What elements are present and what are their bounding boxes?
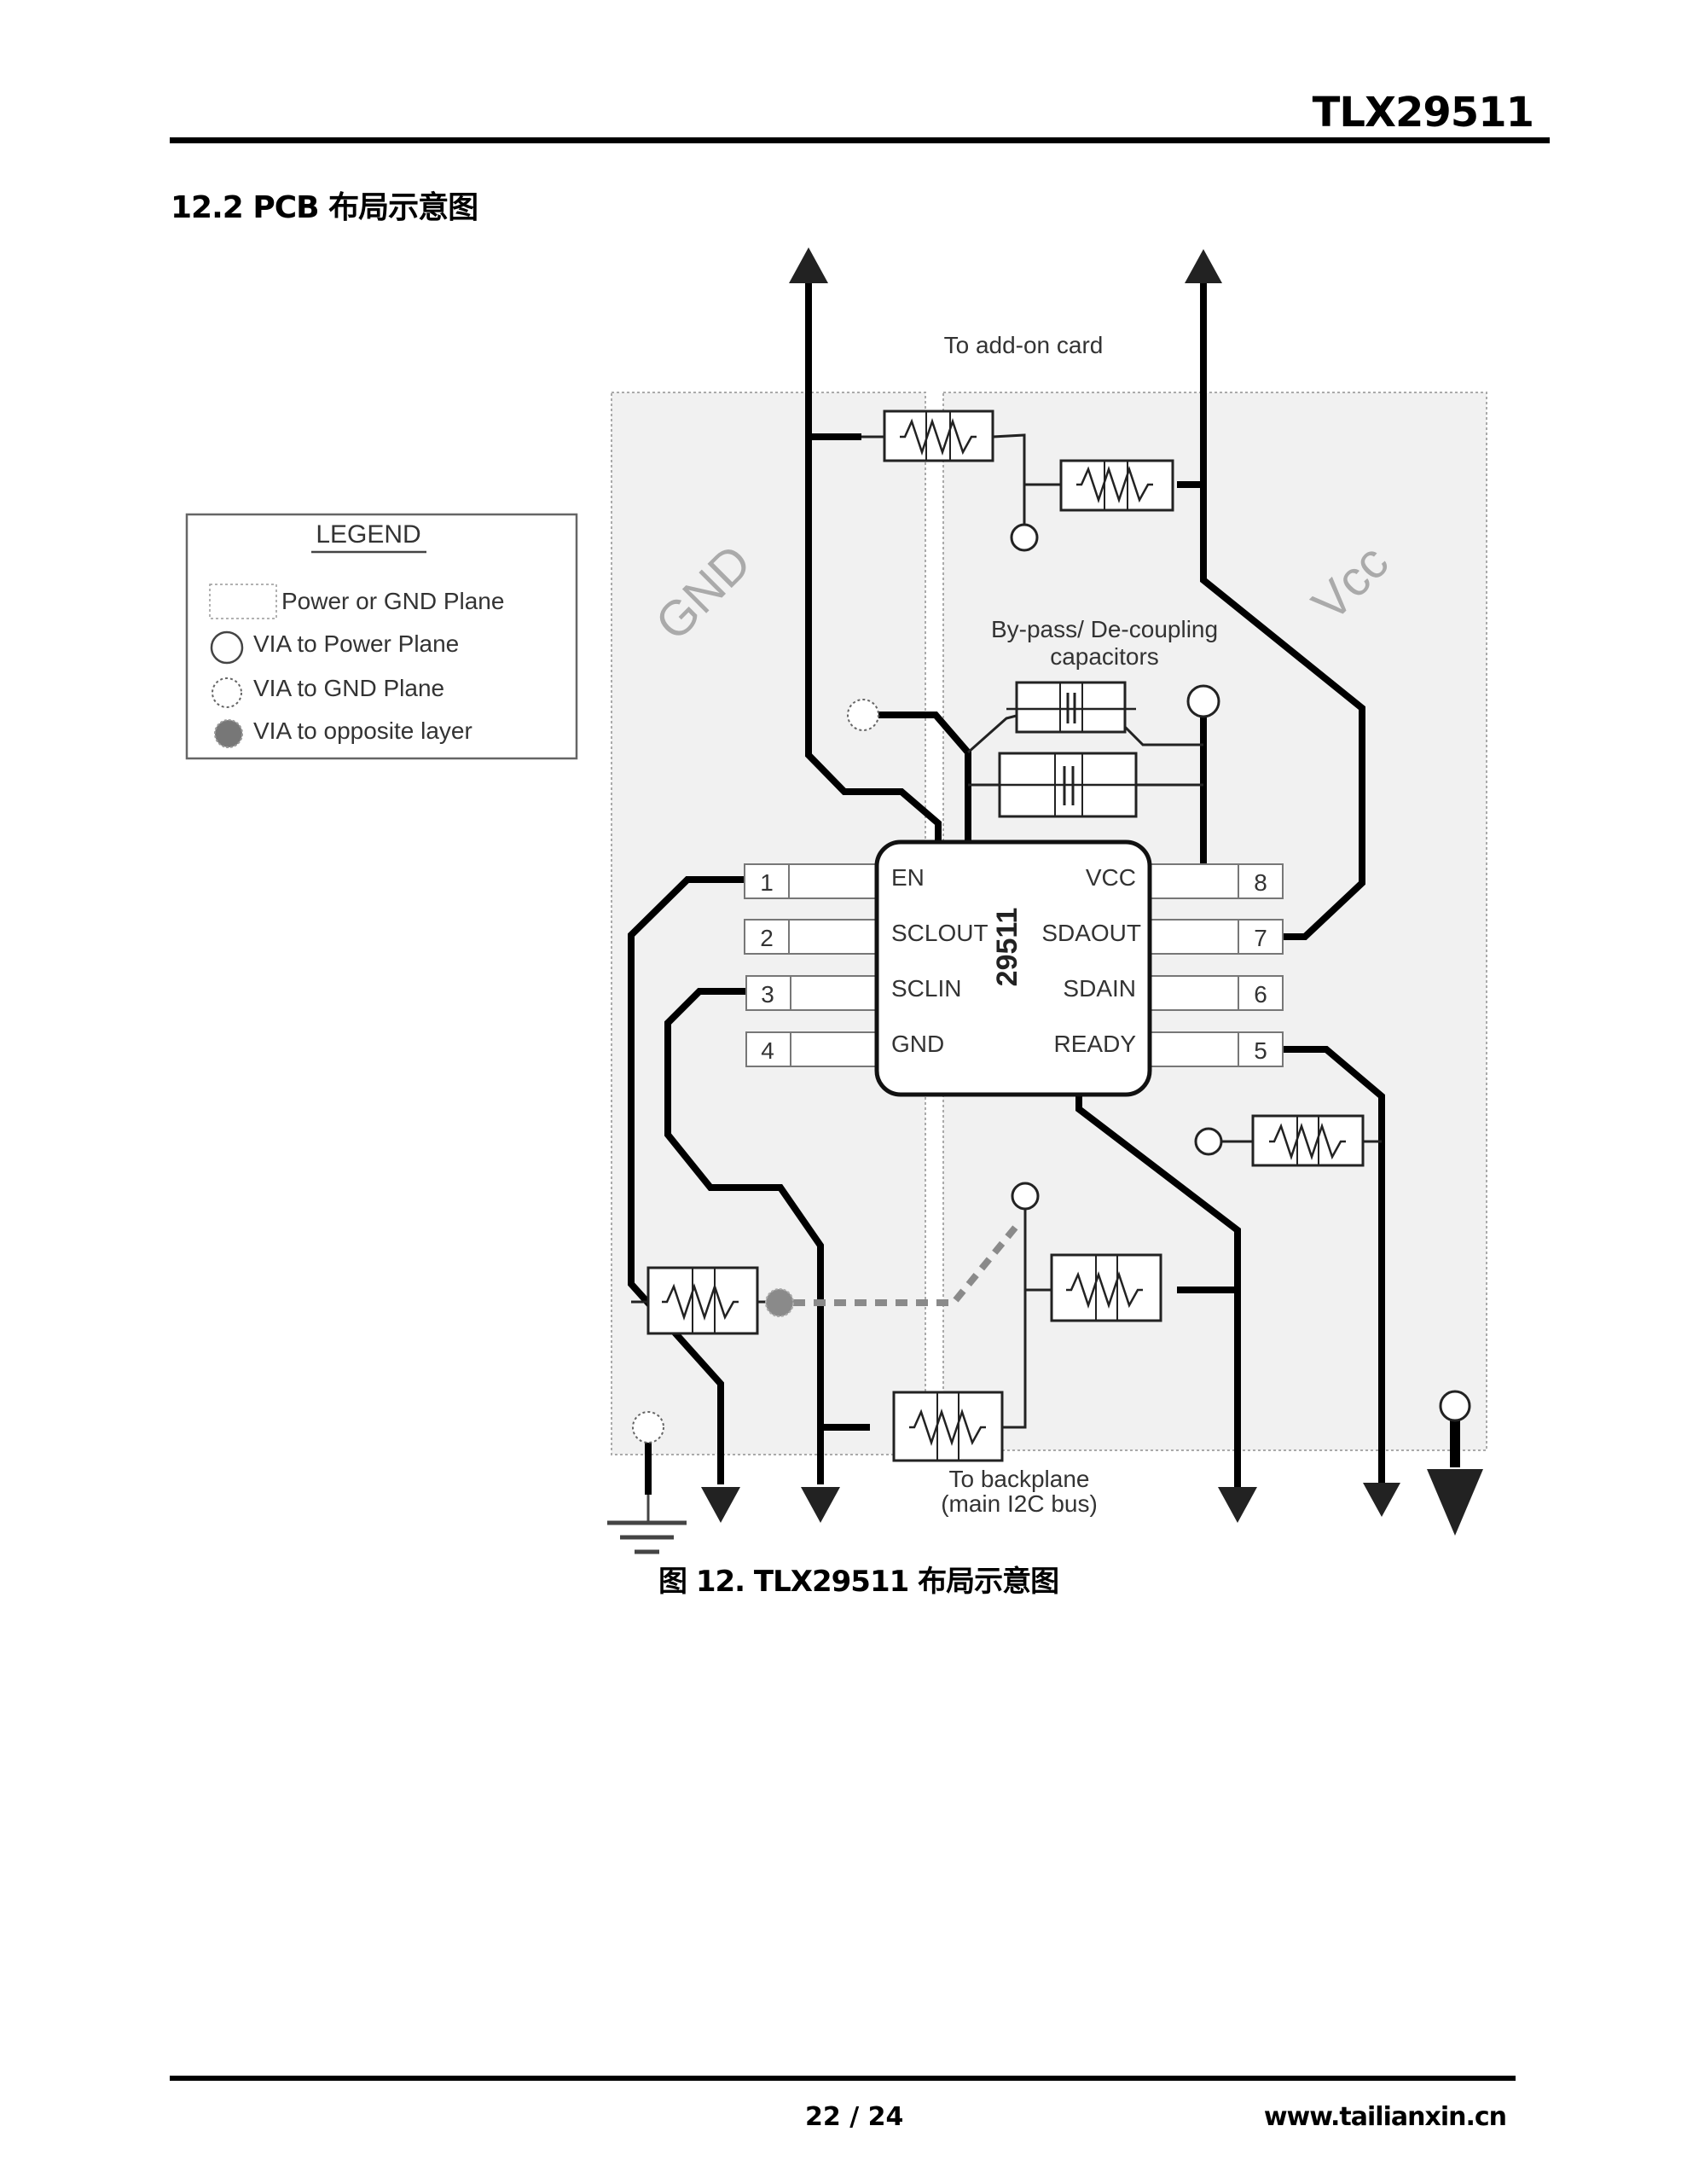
pin-5: 5	[1147, 1031, 1284, 1067]
pin-number: 2	[760, 925, 774, 951]
via-opposite	[765, 1288, 794, 1317]
pin-2: 2	[744, 919, 879, 955]
opposite-layer-trace	[793, 1219, 1023, 1306]
resistor-r1	[883, 410, 994, 462]
caps-label: By-pass/ De-coupling	[991, 616, 1218, 642]
footer-website: www.tailianxin.cn	[1263, 2102, 1507, 2132]
legend-item-label: VIA to Power Plane	[253, 630, 459, 657]
figure-caption: 图 12. TLX29511 布局示意图	[658, 1565, 1059, 1599]
arrow-down-icon	[1218, 1487, 1257, 1523]
pin-name: VCC	[1086, 864, 1136, 891]
resistor-ready	[1251, 1114, 1365, 1167]
trace-gnd-via	[878, 712, 971, 842]
trace-ready	[1283, 1046, 1385, 1484]
resistor-bottom	[892, 1391, 1004, 1462]
pin-number: 7	[1254, 925, 1267, 951]
resistor-left	[646, 1266, 759, 1335]
pin-name: READY	[1054, 1031, 1137, 1057]
via-power-icon	[210, 630, 244, 665]
pin-6: 6	[1147, 975, 1284, 1011]
pin-4: 4	[745, 1031, 879, 1067]
trace-sdain	[1075, 1095, 1241, 1491]
pin-name: EN	[891, 864, 925, 891]
dashed-rect-icon	[209, 584, 277, 619]
via-power	[1194, 1127, 1223, 1156]
pin-number: 8	[1254, 869, 1267, 896]
pin-8: 8	[1147, 863, 1284, 899]
legend-title: LEGEND	[316, 520, 420, 549]
trace-scl-addon	[805, 282, 942, 842]
ground-symbol-icon	[607, 1495, 687, 1554]
page-number: 22 / 24	[805, 2102, 904, 2132]
legend-item-label: Power or GND Plane	[281, 588, 504, 614]
chip-body: EN SCLOUT SCLIN GND VCC SDAOUT SDAIN REA…	[874, 839, 1152, 1097]
pin-number: 5	[1254, 1037, 1267, 1064]
chip-part-number: 29511	[991, 908, 1023, 987]
arrow-down-icon	[1363, 1483, 1400, 1517]
arrow-down-icon	[701, 1487, 740, 1523]
via-power	[1011, 1182, 1040, 1211]
pin-name: SDAOUT	[1041, 920, 1141, 946]
pin-number: 1	[760, 869, 774, 896]
pin-number: 6	[1254, 981, 1267, 1008]
arrow-up-icon	[1185, 249, 1222, 283]
trace-sclin	[664, 988, 824, 1484]
pin-name: SDAIN	[1063, 975, 1136, 1002]
via-gnd-icon	[212, 677, 242, 708]
to-backplane-label-2: (main I2C bus)	[941, 1490, 1098, 1517]
traces	[628, 282, 1460, 1495]
arrow-down-icon	[1427, 1469, 1483, 1536]
via-power	[1010, 523, 1039, 552]
arrow-down-icon	[801, 1487, 840, 1523]
via-power	[1186, 684, 1220, 718]
legend-item-label: VIA to GND Plane	[253, 675, 444, 701]
pin-name: SCLOUT	[891, 920, 988, 946]
pin-name: SCLIN	[891, 975, 961, 1002]
trace-en	[628, 876, 745, 1484]
header-rule	[170, 137, 1550, 143]
arrow-up-icon	[789, 247, 828, 283]
via-gnd	[847, 699, 879, 731]
via-opposite-icon	[214, 719, 243, 748]
section-title: 12.2 PCB 布局示意图	[171, 190, 478, 225]
capacitor-large	[968, 752, 1203, 818]
document-part-number: TLX29511	[1312, 89, 1534, 136]
pin-7: 7	[1147, 919, 1284, 955]
pin-1: 1	[744, 863, 879, 899]
legend-box: LEGEND Power or GND Plane VIA to Power P…	[185, 513, 578, 760]
pin-3: 3	[745, 975, 879, 1011]
footer-rule	[170, 2076, 1516, 2081]
caps-label-2: capacitors	[1050, 643, 1159, 670]
to-add-on-card-label: To add-on card	[944, 332, 1104, 358]
arrows	[701, 247, 1483, 1536]
capacitor-small	[1006, 681, 1136, 734]
pin-name: GND	[891, 1031, 944, 1057]
pin-number: 4	[761, 1037, 774, 1064]
pin-number: 3	[761, 981, 774, 1008]
trace-sda-addon	[1200, 282, 1365, 940]
to-backplane-label: To backplane	[948, 1466, 1089, 1492]
via-power	[1439, 1390, 1471, 1422]
resistor-right	[1050, 1253, 1162, 1322]
via-gnd	[632, 1411, 664, 1443]
resistor-r2	[1059, 459, 1174, 512]
legend-item-label: VIA to opposite layer	[253, 717, 472, 744]
chip-pins-left: 1 2 3 4	[744, 863, 879, 1067]
